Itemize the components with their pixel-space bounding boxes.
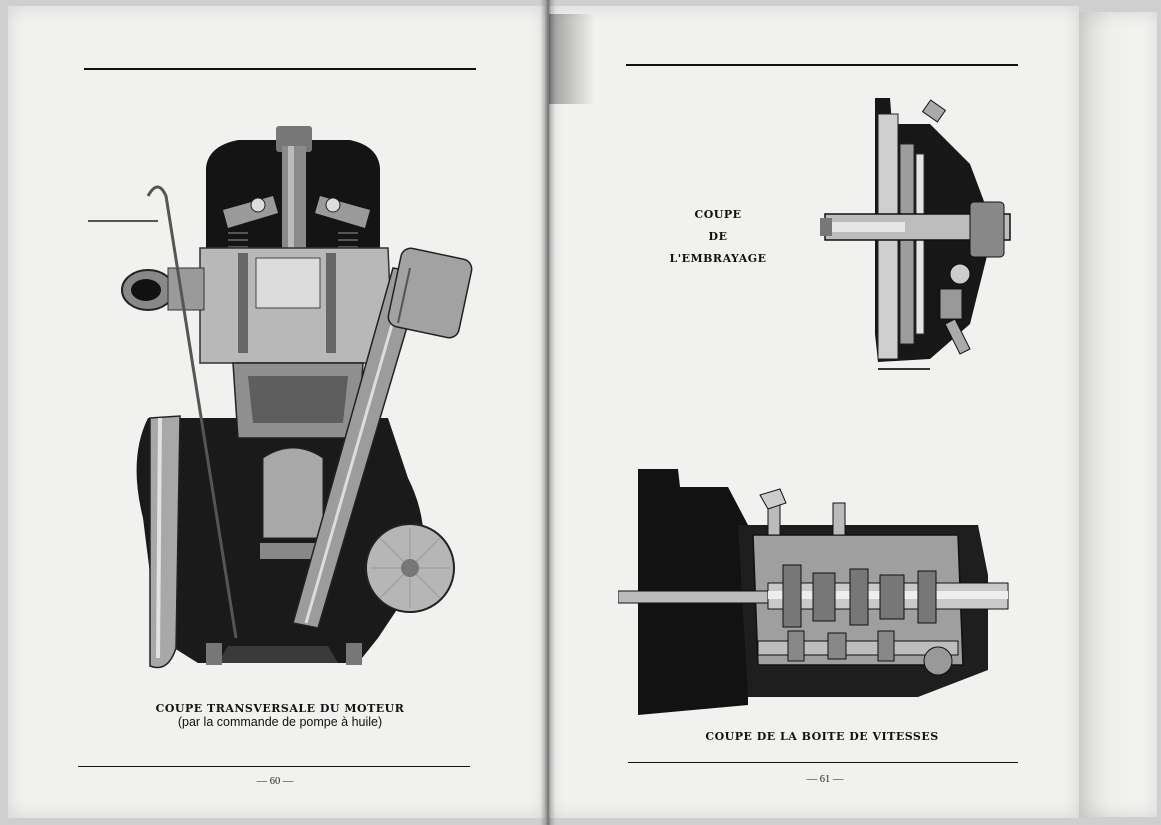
page-number-left: — 60 — [256, 776, 294, 787]
clutch-cross-section-illustration [820, 98, 1011, 370]
engine-cross-section-illustration [88, 126, 473, 669]
clutch-title: COUPE DE L'EMBRAYAGE [668, 204, 768, 270]
gearbox-cross-section-illustration [618, 469, 1009, 715]
engine-caption: COUPE TRANSVERSALE DU MOTEUR (par la com… [120, 702, 440, 729]
gutter-shadow [549, 14, 595, 104]
top-rule-right [626, 64, 1018, 66]
engine-caption-title: COUPE TRANSVERSALE DU MOTEUR [155, 702, 405, 715]
bottom-rule-left [78, 766, 470, 767]
clutch-title-line-2: DE [708, 230, 728, 243]
bottom-rule-right [628, 762, 1018, 763]
top-rule-left [84, 68, 476, 70]
gearbox-caption-title: COUPE DE LA BOITE DE VITESSES [705, 730, 939, 743]
engine-caption-subtitle: (par la commande de pompe à huile) [177, 715, 383, 729]
clutch-title-line-1: COUPE [694, 208, 742, 221]
clutch-title-line-3: L'EMBRAYAGE [669, 252, 767, 265]
book-gutter [540, 0, 556, 825]
next-page-edge [1079, 12, 1157, 817]
page-number-right: — 61 — [806, 774, 844, 785]
gearbox-caption: COUPE DE LA BOITE DE VITESSES [686, 730, 958, 743]
